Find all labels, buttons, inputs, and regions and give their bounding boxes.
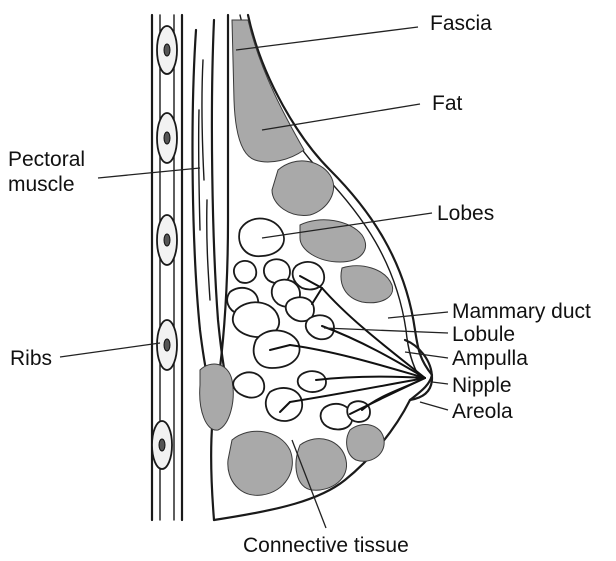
lobe [298,371,326,392]
label-ampulla: Ampulla [452,347,528,370]
rib-cage [152,15,182,520]
label-connective-tissue: Connective tissue [243,534,409,557]
fascia-leader [236,27,418,50]
lobe [233,372,264,397]
label-pectoral-line1: Pectoral [8,148,85,171]
label-fat: Fat [432,92,463,115]
mammary-duct-leader [388,312,448,318]
label-pectoral-line2: muscle [8,173,75,196]
pectoral-muscle [193,20,232,410]
lobe [234,261,256,283]
label-ribs: Ribs [10,347,52,370]
label-mammary-duct: Mammary duct [452,300,591,323]
lobe [239,218,284,256]
label-lobule: Lobule [452,323,515,346]
label-fascia: Fascia [430,12,492,35]
pectoral-leader [98,168,200,178]
lobule [306,315,334,339]
areola-leader [420,402,448,410]
lobule-leader [324,328,448,333]
label-lobes: Lobes [437,202,494,225]
label-areola: Areola [452,400,513,423]
nipple-leader [432,382,448,384]
lobe [266,388,302,421]
label-nipple: Nipple [452,374,512,397]
ribs-leader [60,343,160,357]
lobe [347,401,370,422]
